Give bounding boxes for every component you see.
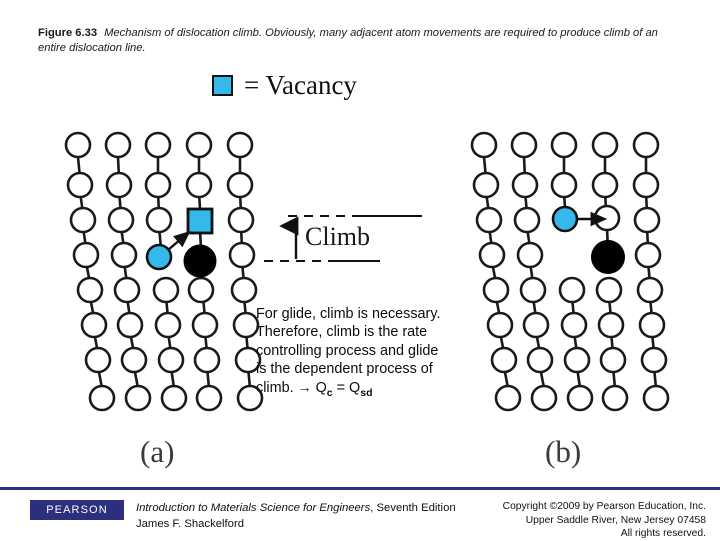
note-qc: Q [315, 379, 327, 396]
panel-b-vacancy-atom [551, 205, 579, 233]
book-title-line: Introduction to Materials Science for En… [136, 501, 456, 517]
explanatory-note: For glide, climb is necessary. Therefore… [256, 305, 471, 400]
panel-a-atoms [64, 131, 264, 412]
panel-b-lattice [470, 131, 670, 412]
panel-label-a: (a) [140, 434, 175, 469]
panel-label-b: (b) [545, 434, 582, 469]
figure-caption-text: Mechanism of dislocation climb. Obviousl… [38, 27, 658, 55]
panel-a-vacancy-square [186, 207, 214, 235]
vacancy-swatch-icon [212, 75, 233, 96]
figure-number: Figure 6.33 [38, 27, 98, 39]
climb-annotation [279, 215, 422, 262]
book-edition: , Seventh Edition [370, 502, 456, 514]
panel-a-vacancy-atom [145, 243, 173, 271]
note-line-1: For glide, climb is necessary. [256, 306, 441, 322]
dislocation-climb-diagram [64, 131, 670, 412]
panel-a-dislocation-atom [183, 244, 217, 278]
right-arrow-icon: → [297, 378, 312, 395]
copyright-line-3: All rights reserved. [620, 528, 706, 540]
note-line-5: climb. → Qc = Qsd [256, 379, 471, 400]
note-equals: = [332, 379, 350, 396]
panel-b-dislocation-atom [591, 240, 625, 274]
legend: = Vacancy [212, 72, 357, 99]
footer-divider [0, 487, 720, 490]
pearson-logo: PEARSON [30, 500, 124, 520]
book-info: Introduction to Materials Science for En… [136, 501, 456, 532]
panel-a-diffusion-arrow-icon [167, 230, 191, 251]
note-line-2: Therefore, climb is the rate [256, 324, 428, 341]
legend-label: = Vacancy [244, 70, 357, 100]
book-author: James F. Shackelford [136, 517, 244, 530]
panel-a-lattice [64, 131, 330, 412]
book-title: Introduction to Materials Science for En… [136, 502, 371, 514]
note-line-3: controlling process and glide [256, 342, 439, 359]
copyright-block: Copyright ©2009 by Pearson Education, In… [503, 500, 706, 541]
note-qsd: Q [349, 379, 361, 396]
note-qsd-subscript: sd [360, 386, 373, 399]
panel-b-atoms [470, 131, 670, 412]
note-climb-word: climb. [256, 379, 298, 396]
climb-label: Climb [305, 222, 371, 251]
note-qc-subscript: c [326, 386, 333, 399]
copyright-line-1: Copyright ©2009 by Pearson Education, In… [502, 501, 706, 512]
copyright-line-2: Upper Saddle River, New Jersey 07458 [525, 514, 706, 526]
note-line-4: is the dependent process of [256, 361, 433, 378]
